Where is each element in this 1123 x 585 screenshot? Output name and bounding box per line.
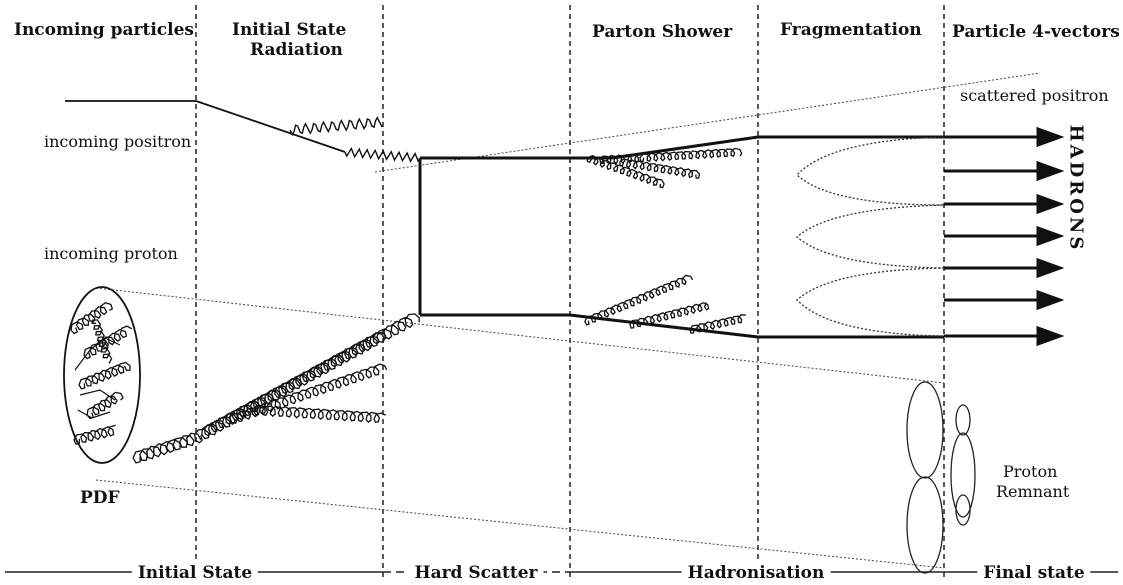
phase-separators xyxy=(195,5,945,580)
header-fragmentation: Fragmentation xyxy=(780,20,922,40)
gluon-coil xyxy=(86,391,124,420)
label-hadrons: HADRONS xyxy=(1065,124,1087,253)
hadron-arrows xyxy=(944,126,1065,347)
label-remnant-line2: Remnant xyxy=(996,482,1070,501)
phase-hard-scatter: Hard Scatter xyxy=(408,563,544,583)
gluon-coil xyxy=(599,153,640,165)
dotted-envelope xyxy=(95,72,1041,569)
positron-line xyxy=(65,100,346,153)
label-incoming-positron: incoming positron xyxy=(44,132,192,151)
header-isr-line2: Radiation xyxy=(250,40,343,60)
phase-final-state: Final state xyxy=(977,563,1091,583)
fragmentation-curves xyxy=(796,136,945,337)
gluon-coil xyxy=(584,274,694,326)
header-isr-line1: Initial State xyxy=(232,20,347,40)
gluon-coil xyxy=(229,363,388,426)
header-incoming-particles: Incoming particles xyxy=(14,20,194,40)
gluon-coil xyxy=(91,319,113,364)
label-incoming-proton: incoming proton xyxy=(44,244,178,263)
gluon-coil xyxy=(194,313,420,444)
isr-photons xyxy=(289,116,420,163)
gluon-coil xyxy=(132,432,202,464)
gluon-coil xyxy=(639,147,743,162)
phase-hadronisation: Hadronisation xyxy=(681,563,831,583)
photon-wave-upper xyxy=(289,116,383,137)
label-scattered-positron: scattered positron xyxy=(960,86,1109,105)
gluon-coil xyxy=(619,158,701,179)
gluon-coil xyxy=(73,424,116,445)
gluon-coil xyxy=(586,154,665,189)
proton-remnant xyxy=(906,381,976,574)
phase-initial-state: Initial State xyxy=(131,563,259,583)
header-parton-shower: Parton Shower xyxy=(592,22,733,42)
gluon-coil xyxy=(629,301,710,329)
gluon-coils xyxy=(70,147,747,464)
gluon-coil xyxy=(78,361,131,390)
gluon-coil xyxy=(83,325,133,360)
label-remnant-line1: Proton xyxy=(1003,462,1058,481)
photon-wave-lower xyxy=(344,146,420,163)
gluon-coil xyxy=(689,314,747,334)
gluon-coil xyxy=(253,404,387,424)
label-pdf: PDF xyxy=(80,488,120,508)
hard-scatter-lines xyxy=(418,135,944,339)
header-particle-4-vectors: Particle 4-vectors xyxy=(952,22,1120,42)
